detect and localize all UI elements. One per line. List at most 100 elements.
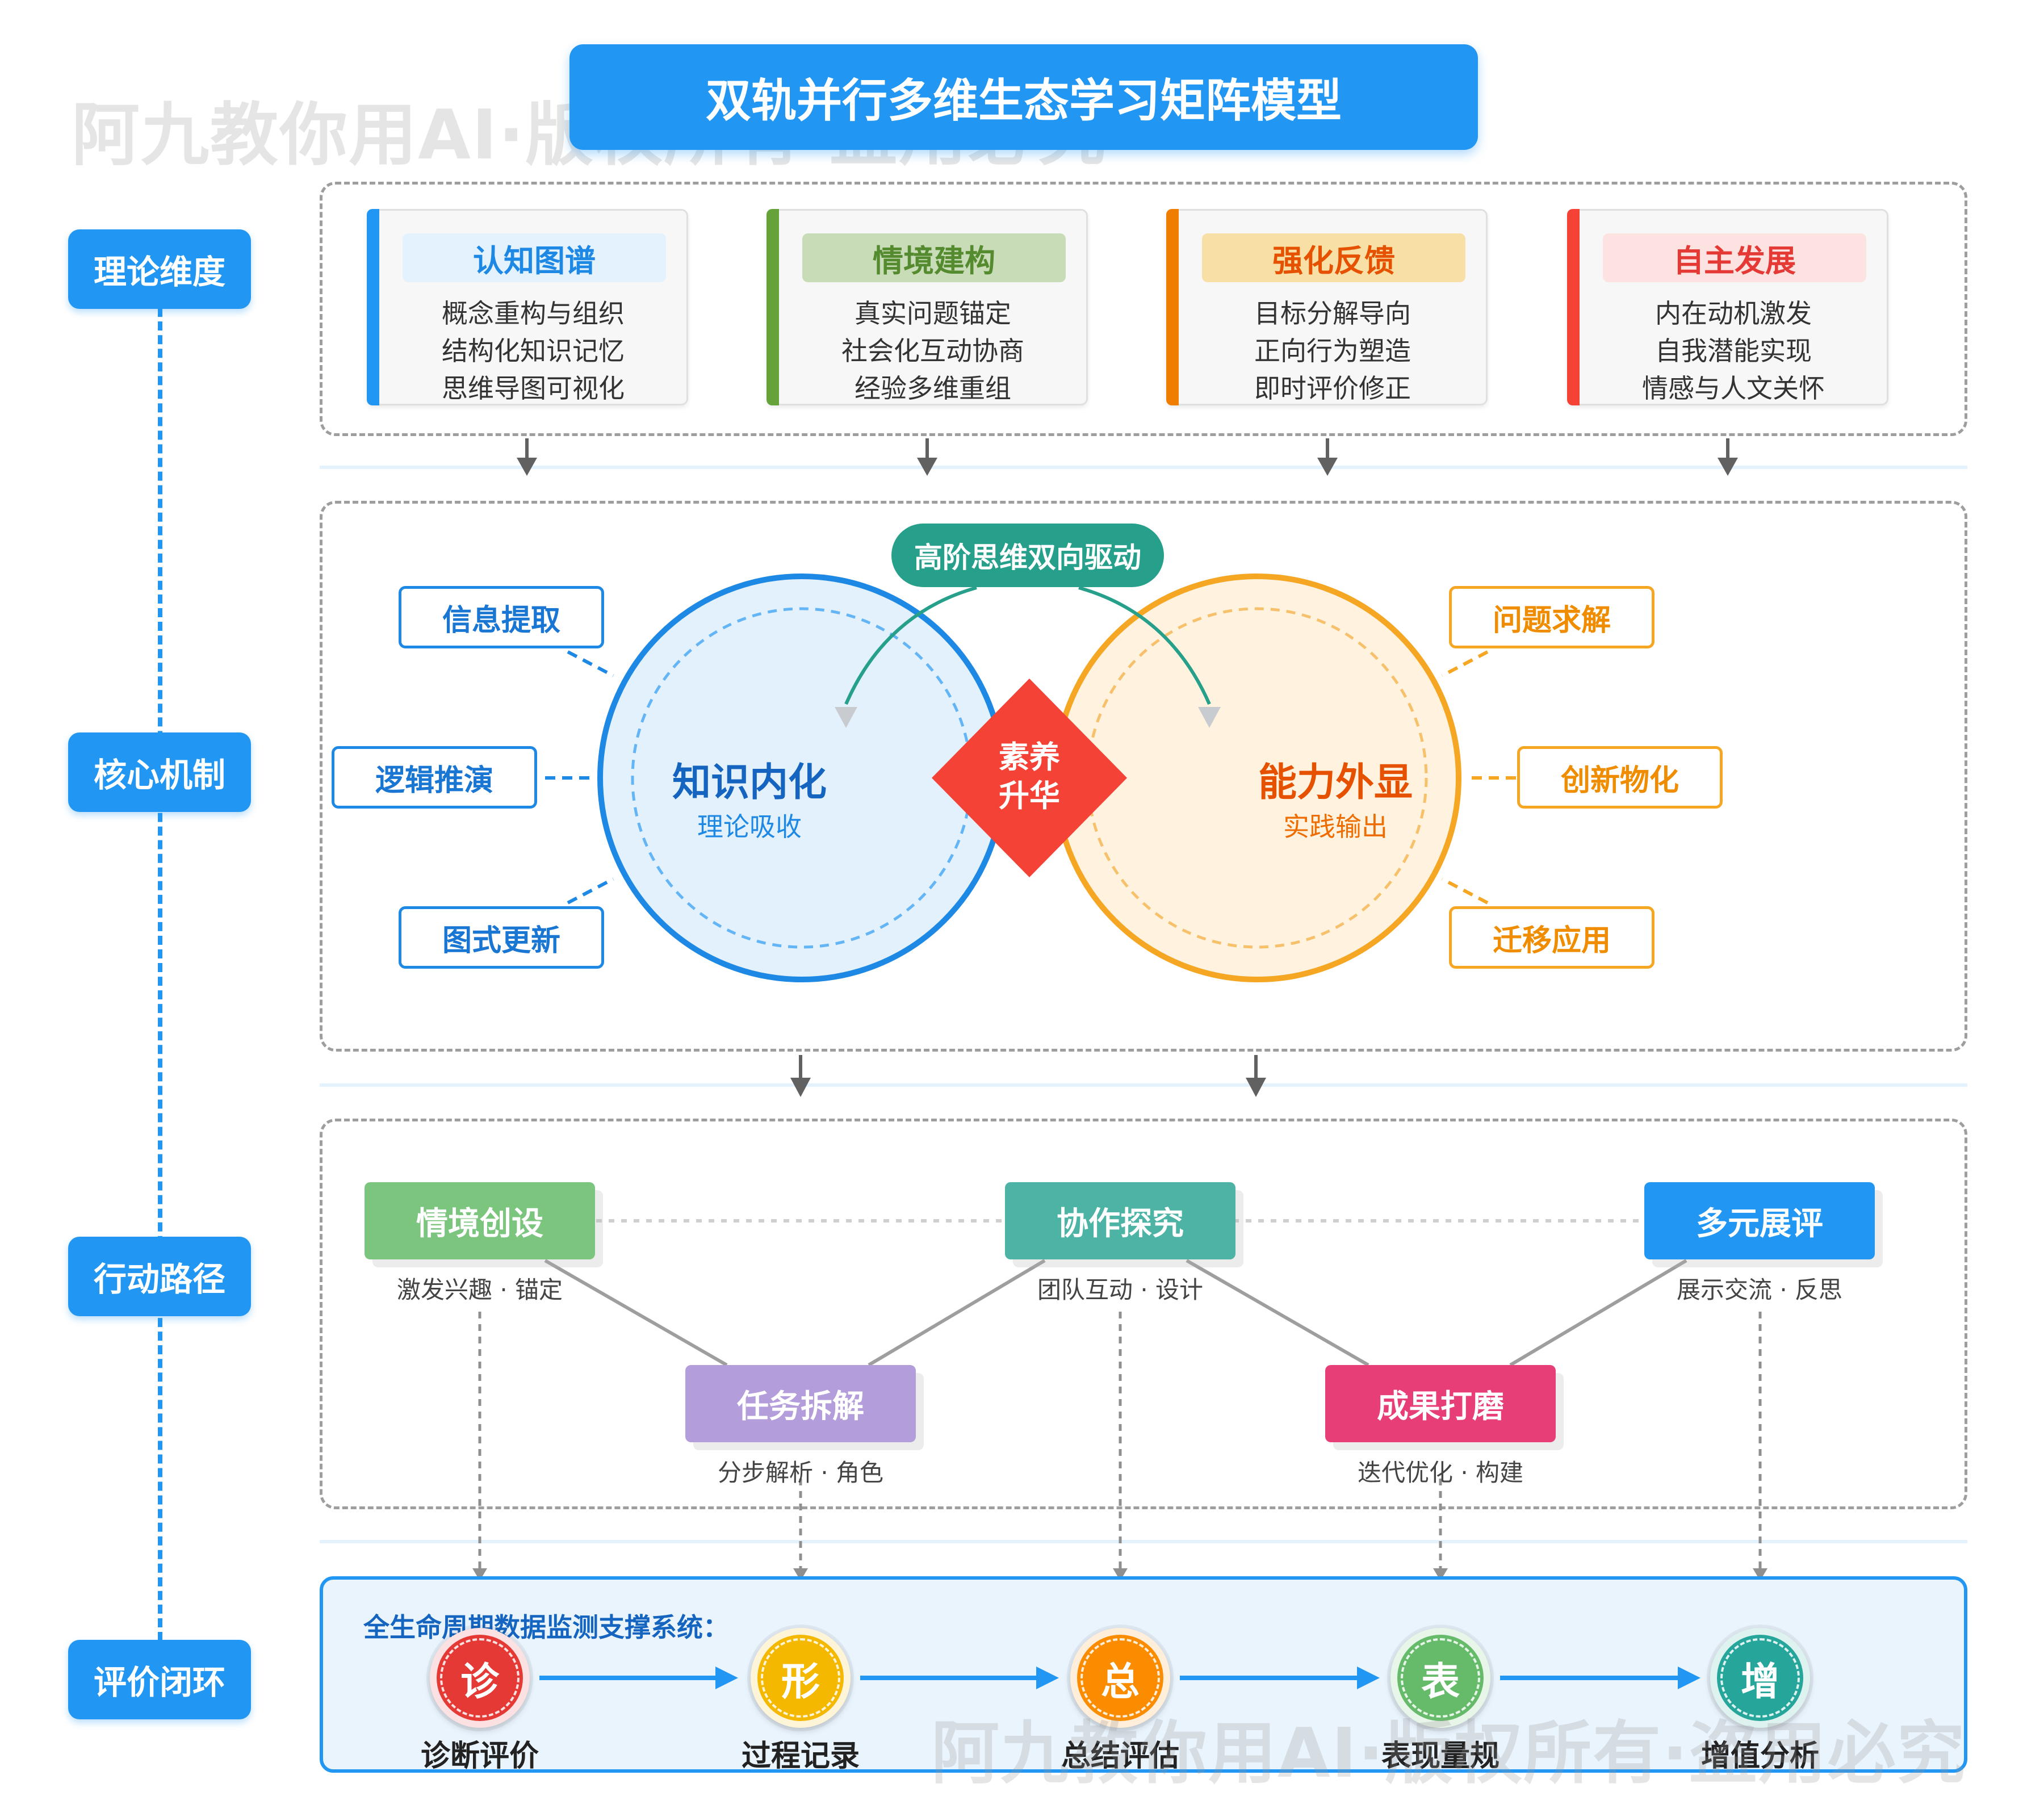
action-section xyxy=(320,1119,1967,1509)
step-scenario-setup: 情境创设 xyxy=(365,1182,595,1259)
step-sub: 激发兴趣 · 锚定 xyxy=(396,1276,563,1304)
down-arrow-icon xyxy=(790,1078,811,1097)
connector-line xyxy=(1441,877,1489,905)
down-arrow-icon xyxy=(917,458,937,476)
connector-line xyxy=(1441,650,1489,677)
down-arrow-icon xyxy=(1433,1568,1448,1581)
step-sub: 分步解析 · 角色 xyxy=(717,1459,884,1487)
row-label-theory: 理论维度 xyxy=(68,229,251,309)
card-title: 强化反馈 xyxy=(1202,233,1465,282)
node-ring xyxy=(1080,1638,1160,1718)
card-line: 思维导图可视化 xyxy=(442,373,625,404)
row-label-mechanism: 核心机制 xyxy=(68,732,251,812)
zigzag-link xyxy=(1186,1259,1369,1367)
down-arrow-icon xyxy=(472,1568,487,1581)
theory-card-autonomy: 自主发展 内在动机激发 自我潜能实现 情感与人文关怀 xyxy=(1567,209,1888,405)
node-char: 总 xyxy=(1100,1659,1140,1705)
arrow-head-icon xyxy=(835,707,857,728)
arrow-head-icon xyxy=(1357,1667,1380,1689)
step-sub: 团队互动 · 设计 xyxy=(1037,1276,1204,1304)
card-lines: 目标分解导向 正向行为塑造 即时评价修正 xyxy=(1179,295,1486,407)
node-char: 形 xyxy=(781,1659,820,1705)
knowledge-title: 知识内化 xyxy=(672,760,827,805)
problem-solve-pill: 问题求解 xyxy=(1449,586,1655,648)
theory-card-cognitive-map: 认知图谱 概念重构与组织 结构化知识记忆 思维导图可视化 xyxy=(367,209,688,405)
mechanism-section xyxy=(320,501,1967,1052)
zigzag-link xyxy=(544,1259,728,1367)
literacy-line: 升华 xyxy=(999,778,1060,814)
info-extract-pill: 信息提取 xyxy=(399,586,604,648)
node-label: 表现量规 xyxy=(1381,1739,1500,1773)
arrow-head-icon xyxy=(715,1667,738,1689)
arrow-head-icon xyxy=(1678,1667,1700,1689)
arrow-stem xyxy=(925,438,929,459)
card-stripe xyxy=(1567,209,1580,405)
node-label: 总结评估 xyxy=(1061,1739,1179,1773)
separator-2 xyxy=(320,1083,1967,1087)
step-result-polish: 成果打磨 xyxy=(1325,1365,1556,1442)
node-ring xyxy=(440,1638,520,1718)
step-sub: 迭代优化 · 构建 xyxy=(1357,1459,1524,1487)
connector-line xyxy=(567,650,614,677)
node-char: 诊 xyxy=(460,1659,499,1705)
ability-subtitle: 实践输出 xyxy=(1283,811,1388,842)
card-line: 结构化知识记忆 xyxy=(442,336,625,366)
arrow-stem xyxy=(525,438,529,459)
node-char: 表 xyxy=(1421,1659,1460,1705)
literacy-label: 素养 升华 xyxy=(973,738,1086,815)
drive-pill-label: 高阶思维双向驱动 xyxy=(914,541,1141,574)
evaluation-title: 全生命周期数据监测支撑系统： xyxy=(363,1612,729,1643)
down-arrow-icon xyxy=(1753,1568,1767,1581)
zigzag-link xyxy=(868,1259,1046,1367)
diagnose-node: 诊 xyxy=(430,1628,530,1728)
card-line: 社会化互动协商 xyxy=(841,336,1024,366)
separator-3 xyxy=(320,1540,1967,1543)
card-line: 目标分解导向 xyxy=(1254,298,1411,329)
ability-title: 能力外显 xyxy=(1258,760,1413,805)
node-label: 诊断评价 xyxy=(420,1739,539,1773)
card-lines: 真实问题锚定 社会化互动协商 经验多维重组 xyxy=(780,295,1086,407)
down-arrow-icon xyxy=(1317,458,1338,476)
transfer-apply-pill: 迁移应用 xyxy=(1449,906,1655,969)
card-stripe xyxy=(367,209,379,405)
watermark-bottom: 阿九教你用AI·版权所有·盗用必究 xyxy=(931,1714,1966,1793)
card-stripe xyxy=(767,209,779,405)
drive-pill: 高阶思维双向驱动 xyxy=(891,524,1164,587)
process-node: 形 xyxy=(751,1628,851,1728)
separator-1 xyxy=(320,466,1967,469)
node-ring xyxy=(761,1638,840,1718)
drive-arc-left xyxy=(844,586,977,705)
row-label-evaluation: 评价闭环 xyxy=(68,1640,251,1719)
logic-deduce-pill: 逻辑推演 xyxy=(332,746,537,809)
literacy-diamond xyxy=(932,679,1127,877)
node-ring xyxy=(1720,1638,1800,1718)
card-line: 真实问题锚定 xyxy=(855,298,1011,329)
arrow-head-icon xyxy=(1198,707,1221,728)
theory-card-feedback: 强化反馈 目标分解导向 正向行为塑造 即时评价修正 xyxy=(1166,209,1488,405)
down-arrow-icon xyxy=(1113,1568,1128,1581)
zigzag-link xyxy=(1509,1259,1687,1367)
down-arrow-icon xyxy=(793,1568,808,1581)
card-title: 认知图谱 xyxy=(403,233,666,282)
row-label-action: 行动路径 xyxy=(68,1237,251,1316)
drive-arc-right xyxy=(1078,586,1211,705)
arrow-stem xyxy=(1326,438,1329,459)
down-arrow-icon xyxy=(517,458,537,476)
knowledge-subtitle: 理论吸收 xyxy=(697,811,802,842)
literacy-line: 素养 xyxy=(999,739,1060,775)
arrow-head-icon xyxy=(1036,1667,1059,1689)
connector-line xyxy=(567,877,614,905)
theory-card-situation: 情境建构 真实问题锚定 社会化互动协商 经验多维重组 xyxy=(767,209,1088,405)
card-line: 内在动机激发 xyxy=(1655,298,1812,329)
node-label: 增值分析 xyxy=(1700,1739,1819,1773)
arrow-stem xyxy=(1726,438,1729,459)
step-multi-review: 多元展评 xyxy=(1644,1182,1875,1259)
card-line: 经验多维重组 xyxy=(855,373,1011,404)
card-lines: 内在动机激发 自我潜能实现 情感与人文关怀 xyxy=(1580,295,1887,407)
schema-update-pill: 图式更新 xyxy=(399,906,604,969)
innovation-pill: 创新物化 xyxy=(1517,746,1723,809)
card-lines: 概念重构与组织 结构化知识记忆 思维导图可视化 xyxy=(380,295,686,407)
card-stripe xyxy=(1166,209,1179,405)
